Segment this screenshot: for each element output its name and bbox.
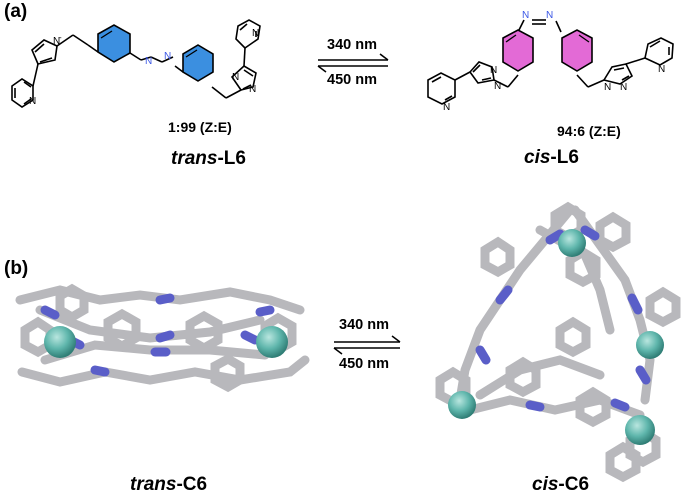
- panel-b-reverse-wavelength: 450 nm: [339, 356, 389, 372]
- svg-text:N: N: [29, 96, 36, 107]
- cis-L6-name-italic: cis: [524, 147, 551, 168]
- trans-L6-name-italic: trans: [171, 148, 218, 169]
- trans-azo-benzene-rings: [97, 24, 214, 82]
- svg-text:N: N: [443, 102, 450, 113]
- svg-text:N: N: [249, 84, 256, 95]
- svg-text:N: N: [252, 28, 259, 39]
- panel-a-reverse-wavelength: 450 nm: [327, 72, 377, 88]
- svg-text:N: N: [164, 51, 171, 62]
- svg-text:N: N: [522, 10, 529, 21]
- svg-text:N: N: [490, 65, 497, 76]
- svg-text:-: -: [59, 33, 62, 42]
- trans-L6-structure: [11, 19, 261, 108]
- equilibrium-arrows-a: [317, 53, 389, 73]
- svg-text:N: N: [620, 82, 627, 93]
- equilibrium-arrows-b: [333, 335, 401, 355]
- trans-C6-name-italic: trans: [130, 474, 177, 495]
- panel-a-forward-wavelength: 340 nm: [327, 37, 377, 53]
- cis-heteroatoms: N N N N N N: [443, 64, 665, 113]
- trans-L6-name-suffix: -L6: [217, 148, 246, 169]
- trans-L6-ratio: 1:99 (Z:E): [168, 119, 232, 135]
- svg-text:N: N: [232, 72, 239, 83]
- cis-azo-benzene-rings: [502, 29, 593, 72]
- svg-text:N: N: [145, 56, 152, 67]
- cis-L6-structure: [427, 19, 674, 105]
- cis-C6-name-italic: cis: [532, 474, 559, 495]
- cis-L6-ratio: 94:6 (Z:E): [557, 123, 621, 139]
- trans-L6-name: trans-L6: [171, 148, 246, 170]
- svg-text:N: N: [604, 82, 611, 93]
- svg-text:N: N: [546, 10, 553, 21]
- panel-b-forward-wavelength: 340 nm: [339, 317, 389, 333]
- trans-heteroatoms: N N - N N N: [29, 28, 259, 107]
- trans-azo-nitrogens: N N: [145, 51, 171, 67]
- svg-text:N: N: [494, 81, 501, 92]
- trans-C6-model: [15, 283, 310, 393]
- panel-b-label: (b): [4, 258, 29, 279]
- cis-C6-model: [435, 201, 681, 483]
- cis-C6-name: cis-C6: [532, 474, 589, 496]
- cis-L6-name-suffix: -L6: [550, 147, 579, 168]
- svg-text:N: N: [53, 36, 60, 47]
- cis-C6-name-suffix: -C6: [558, 474, 590, 495]
- trans-C6-name: trans-C6: [130, 474, 207, 496]
- panel-a-label: (a): [4, 1, 28, 22]
- trans-C6-name-suffix: -C6: [176, 474, 208, 495]
- svg-text:N: N: [658, 64, 665, 75]
- cis-L6-name: cis-L6: [524, 147, 579, 169]
- cis-azo-nitrogens: N N: [522, 10, 553, 21]
